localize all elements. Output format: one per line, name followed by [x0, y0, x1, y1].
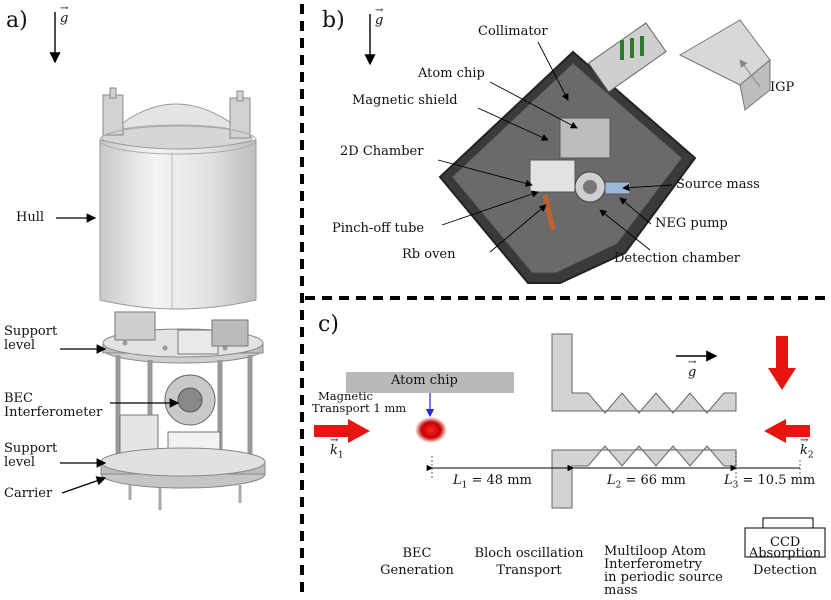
source-mass-upper	[551, 333, 737, 414]
label-collimator: Collimator	[478, 24, 548, 39]
label-carrier: Carrier	[4, 486, 53, 501]
label-k1: →k1	[330, 435, 344, 461]
label-magnetic-shield: Magnetic shield	[352, 93, 458, 108]
label-hull: Hull	[16, 210, 45, 225]
label-rb-oven: Rb oven	[402, 247, 456, 262]
vacuum-chamber-drawing	[438, 19, 771, 284]
gravity-label-c: →g	[688, 357, 697, 380]
gravity-label-a: →g	[60, 3, 69, 26]
label-l2: L2 = 66 mm	[607, 473, 686, 491]
ccd-mount	[762, 517, 814, 529]
panel-label-b: b)	[322, 8, 345, 33]
laser-beam-k2-arrow	[764, 419, 810, 443]
gravity-label-b: →g	[375, 5, 384, 28]
atom-chip-bar	[346, 372, 514, 393]
label-atom-chip: Atom chip	[418, 66, 485, 81]
label-detection-chamber: Detection chamber	[614, 251, 740, 266]
label-igp: IGP	[770, 80, 795, 95]
label-atom-chip-c: Atom chip	[391, 373, 458, 388]
label-l1: L1 = 48 mm	[453, 473, 532, 491]
laser-beam-vertical-arrow	[768, 336, 796, 390]
panel-label-a: a)	[6, 8, 28, 33]
label-2d-chamber: 2D Chamber	[340, 144, 424, 159]
apparatus-drawing	[99, 87, 266, 510]
panel-label-c: c)	[318, 312, 339, 337]
laser-beam-k1-arrow	[314, 419, 370, 443]
label-ccd: CCD	[770, 535, 801, 550]
bec-atom-cloud	[415, 417, 447, 443]
label-pinch-off-tube: Pinch-off tube	[332, 221, 425, 236]
label-source-mass: Source mass	[676, 177, 760, 192]
ccd-camera	[744, 527, 826, 558]
label-l3: L3 = 10.5 mm	[724, 473, 816, 491]
label-neg-pump: NEG pump	[655, 216, 728, 231]
label-k2: →k2	[800, 435, 814, 461]
